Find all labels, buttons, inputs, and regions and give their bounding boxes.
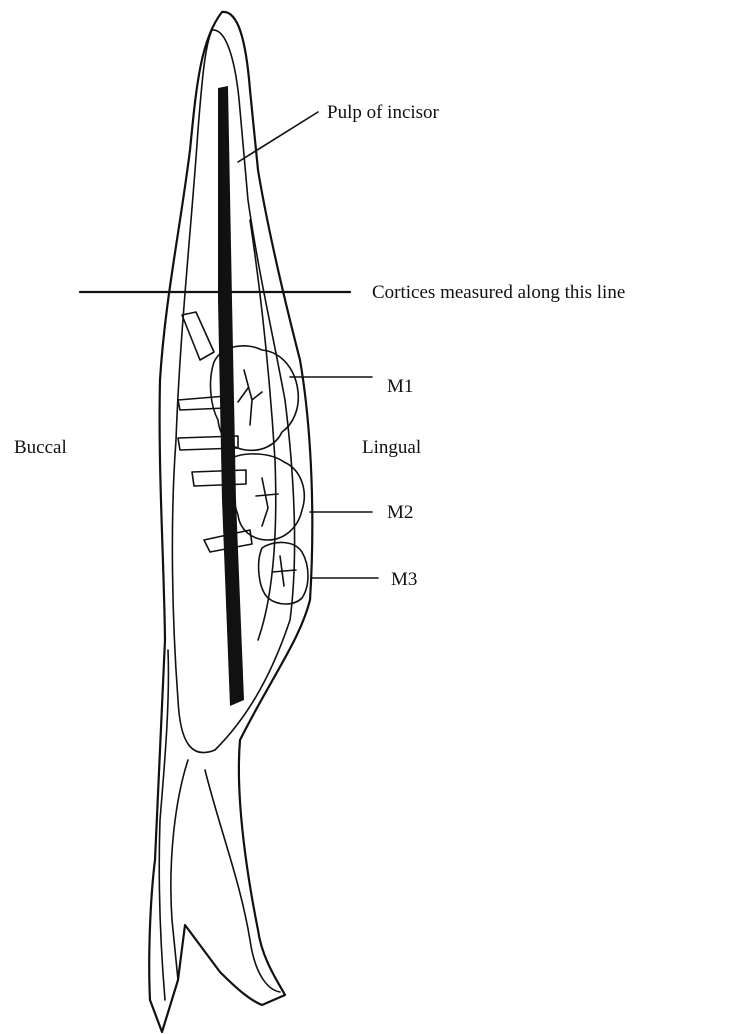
m2-label: M2 [387,502,413,523]
pulp-leader-line [238,112,318,162]
molar-m3-crown [259,542,308,604]
molar-m2-fissure [256,478,278,526]
molar-m1-fissure [238,370,262,425]
m1-label: M1 [387,376,413,397]
root-4 [192,470,246,486]
molar-m3-fissure [272,556,296,586]
root-2 [178,396,226,410]
root-1 [182,312,214,360]
buccal-label: Buccal [14,437,67,458]
m3-label: M3 [391,569,417,590]
cortices-label: Cortices measured along this line [372,282,625,303]
pulp-label: Pulp of incisor [327,102,440,123]
lingual-label: Lingual [362,437,421,458]
molar-roots [178,312,252,552]
